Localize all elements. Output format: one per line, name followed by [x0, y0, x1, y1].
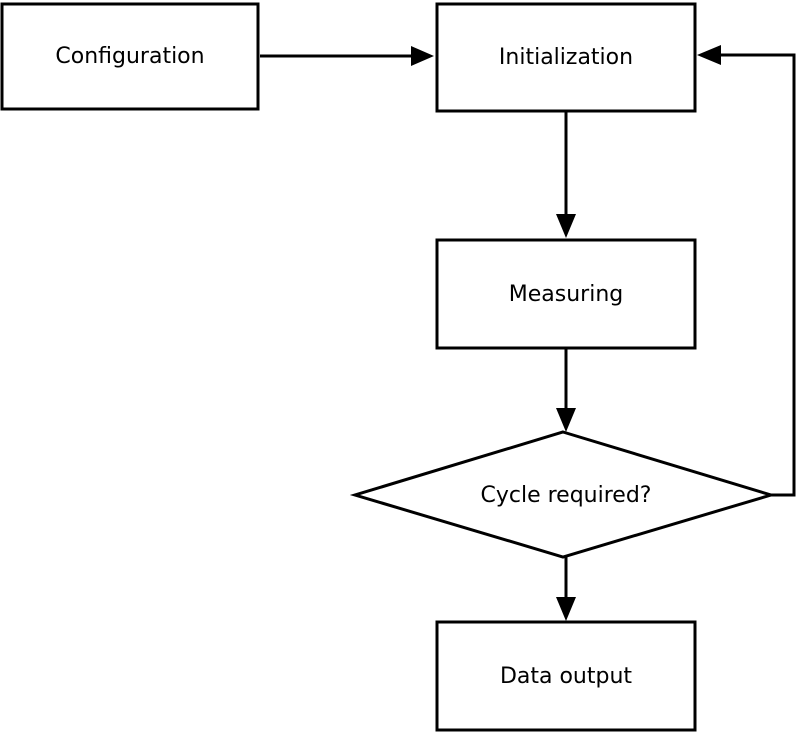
node-label: Data output: [500, 664, 632, 689]
node-label: Initialization: [499, 45, 633, 70]
arrow-head-icon: [411, 46, 434, 66]
node-rectangle[interactable]: [0, 2, 260, 111]
node-rectangle[interactable]: [435, 2, 697, 113]
node-rectangle[interactable]: [435, 620, 697, 732]
arrow-head-icon: [556, 214, 576, 238]
edge-cycle-required-to-data-output: [556, 556, 576, 621]
node-initialization[interactable]: Initialization: [435, 2, 697, 113]
arrow-head-icon: [556, 408, 576, 432]
edge-line: [705, 53, 796, 497]
node-cycle-required[interactable]: Cycle required?: [349, 430, 777, 559]
node-label: Cycle required?: [481, 483, 652, 508]
node-configuration[interactable]: Configuration: [0, 2, 260, 111]
node-rectangle[interactable]: [435, 238, 697, 350]
arrow-head-icon: [697, 45, 721, 65]
edge-measuring-to-cycle-required: [556, 349, 576, 432]
edge-initialization-to-measuring: [556, 112, 576, 238]
edge-cycle-required-to-initialization: [697, 45, 796, 497]
edge-configuration-to-initialization: [260, 46, 434, 66]
node-measuring[interactable]: Measuring: [435, 238, 697, 350]
node-label: Measuring: [509, 282, 623, 307]
node-data-output[interactable]: Data output: [435, 620, 697, 732]
node-diamond[interactable]: [349, 430, 777, 559]
node-label: Configuration: [55, 44, 204, 69]
arrow-head-icon: [556, 597, 576, 621]
